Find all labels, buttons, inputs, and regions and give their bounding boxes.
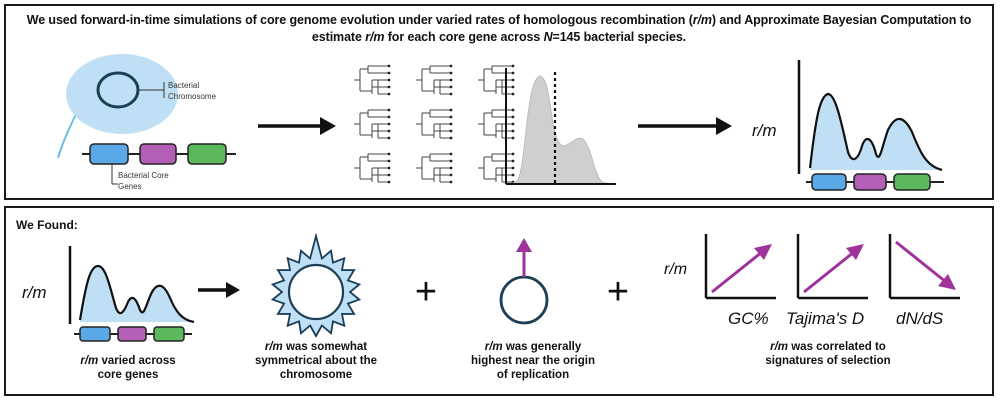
tajima-correlation-plot-icon: [796, 234, 868, 300]
phylogenetic-tree-icon: [354, 152, 391, 184]
rm-density-curve-icon: [68, 246, 195, 324]
gc-correlation-plot-icon: [704, 234, 776, 300]
findings-panel: We Found: r/m +: [4, 206, 994, 396]
phylogenetic-tree-icon: [416, 108, 453, 140]
phylogenetic-tree-icon: [478, 64, 515, 96]
plus-icon: +: [607, 271, 629, 313]
metric-label-gc: GC%: [728, 309, 769, 328]
rm-axis-label: r/m: [22, 283, 47, 302]
phylogenetic-tree-icon: [478, 152, 515, 184]
phylogenetic-tree-icon: [478, 108, 515, 140]
plus-icon: +: [415, 271, 437, 313]
finding-caption-variation: r/m varied across core genes: [80, 355, 176, 381]
dnds-correlation-plot-icon: [888, 234, 960, 300]
posterior-histogram-icon: [505, 68, 616, 185]
findings-illustration: r/m + +: [22, 232, 960, 342]
core-genes-track-icon: [806, 173, 944, 191]
findings-heading: We Found:: [16, 218, 78, 232]
rm-density-curve-icon: [797, 60, 943, 174]
chromosome-label-line1: Bacterial: [168, 81, 199, 90]
simulated-trees-grid-icon: [354, 64, 515, 184]
finding-caption-selection: r/m was correlated to signatures of sele…: [765, 341, 891, 367]
methods-panel: We used forward-in-time simulations of c…: [4, 4, 994, 200]
finding-caption-origin: r/m was generally highest near the origi…: [471, 341, 595, 381]
phylogenetic-tree-icon: [354, 64, 391, 96]
rm-small-axis-label: r/m: [664, 261, 687, 278]
core-genes-label-line2: Genes: [118, 182, 142, 191]
phylogenetic-tree-icon: [354, 108, 391, 140]
methods-illustration: Bacterial Chromosome Bacterial Core Gene…: [57, 54, 944, 191]
phylogenetic-tree-icon: [416, 152, 453, 184]
origin-of-replication-icon: [499, 238, 549, 325]
rm-axis-label: r/m: [752, 121, 777, 140]
phylogenetic-tree-icon: [416, 64, 453, 96]
bacterial-cell-icon: [57, 54, 178, 159]
symmetric-chromosome-icon: [270, 232, 362, 338]
methods-title: We used forward-in-time simulations of c…: [26, 13, 972, 44]
core-genes-track-icon: [82, 143, 236, 185]
finding-caption-symmetry: r/m was somewhat symmetrical about the c…: [254, 341, 378, 381]
metric-label-dnds: dN/dS: [896, 309, 944, 328]
chromosome-label-line2: Chromosome: [168, 92, 217, 101]
flow-arrow-icon: [638, 117, 732, 135]
flow-arrow-icon: [258, 117, 336, 135]
metric-label-tajima: Tajima's D: [786, 309, 864, 328]
core-genes-label-line1: Bacterial Core: [118, 171, 169, 180]
core-genes-track-icon: [74, 326, 192, 342]
flow-arrow-icon: [198, 282, 240, 298]
